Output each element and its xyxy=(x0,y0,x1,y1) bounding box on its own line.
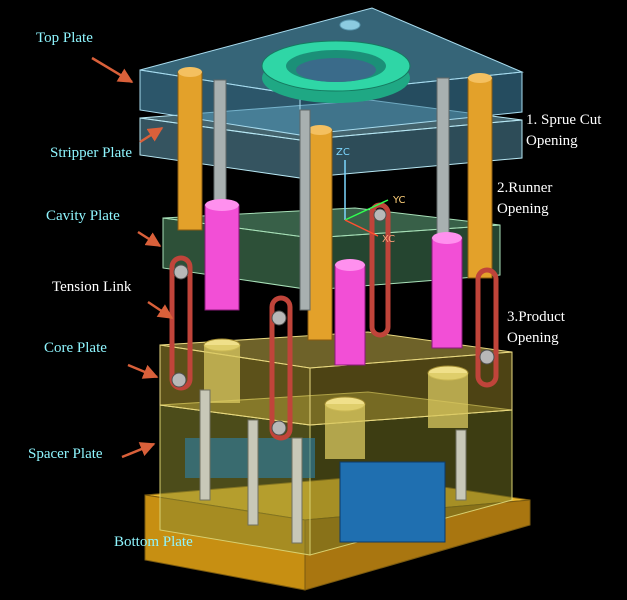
note-product: 3.Product Opening xyxy=(507,307,565,349)
note-product-line1: 3.Product xyxy=(507,309,565,325)
tension-links xyxy=(169,202,499,441)
note-sprue-line2: Opening xyxy=(526,133,578,149)
label-cavity-plate: Cavity Plate xyxy=(46,208,120,224)
link-pins xyxy=(171,208,495,436)
note-product-line2: Opening xyxy=(507,330,559,346)
label-tension-link: Tension Link xyxy=(52,279,132,295)
arrow-tension-link xyxy=(147,300,174,320)
axis-x-label: XC xyxy=(382,234,395,245)
axis-z-label: ZC xyxy=(336,147,350,158)
axis-y-label: YC xyxy=(392,195,406,206)
sprue-ring xyxy=(261,40,411,103)
label-bottom-plate: Bottom Plate xyxy=(114,534,193,550)
note-sprue-line1: 1. Sprue Cut xyxy=(526,112,602,128)
arrow-cavity-plate xyxy=(137,230,162,248)
label-spacer-plate: Spacer Plate xyxy=(28,446,103,462)
arrow-core-plate xyxy=(127,363,159,379)
arrow-top-plate xyxy=(91,56,134,84)
axis-triad: ZC YC XC xyxy=(336,147,406,245)
note-sprue-cut: 1. Sprue Cut Opening xyxy=(526,110,601,152)
note-runner-line2: Opening xyxy=(497,201,549,217)
label-top-plate: Top Plate xyxy=(36,30,93,46)
label-arrows xyxy=(91,56,174,459)
label-stripper-plate: Stripper Plate xyxy=(50,145,133,161)
note-runner: 2.Runner Opening xyxy=(497,178,552,220)
note-runner-line1: 2.Runner xyxy=(497,180,553,196)
arrow-stripper-plate xyxy=(139,126,164,144)
label-core-plate: Core Plate xyxy=(44,340,107,356)
guide-pillars xyxy=(177,67,493,544)
arrow-spacer-plate xyxy=(121,442,156,459)
